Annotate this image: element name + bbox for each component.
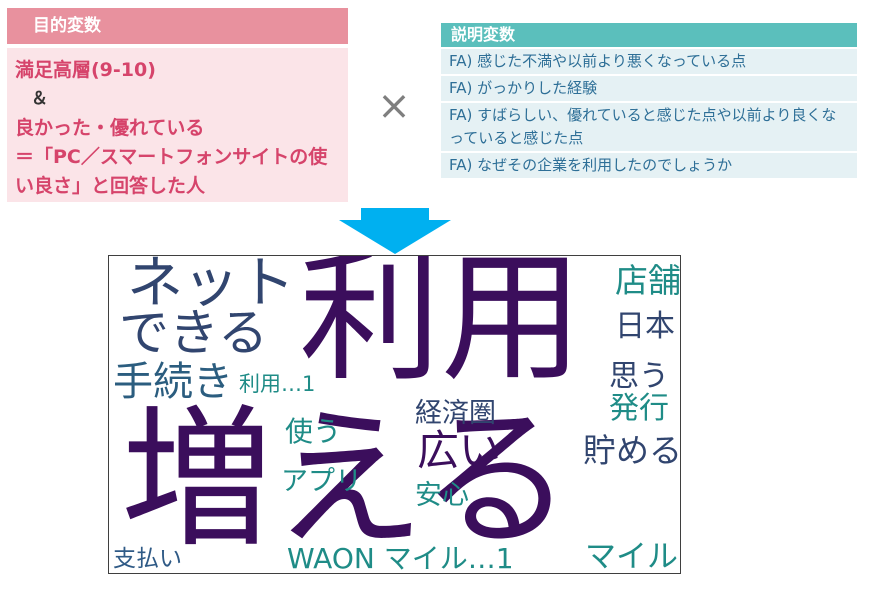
down-arrow-icon <box>339 208 451 254</box>
objective-ampersand: ＆ <box>31 89 48 109</box>
word-cloud: 利用 増える ネット できる 手続き 利用…1 使う アプリ 支払い WAON … <box>108 255 681 574</box>
explanatory-item: FA) 感じた不満や以前より悪くなっている点 <box>441 49 857 74</box>
word-shiharai: 支払い <box>113 546 182 572</box>
word-anshin: 安心 <box>415 480 469 511</box>
word-nihon: 日本 <box>615 309 675 344</box>
explanatory-variable-header: 説明変数 <box>441 23 857 47</box>
word-riyou-1: 利用…1 <box>239 372 316 396</box>
word-omou: 思う <box>609 359 669 394</box>
word-tsukau: 使う <box>285 415 342 448</box>
word-tetsuzuki: 手続き <box>113 359 233 405</box>
word-netto: ネット <box>127 255 295 316</box>
word-fueru: 増える <box>121 391 573 568</box>
explanatory-item: FA) がっかりした経験 <box>441 76 857 101</box>
objective-line-1: 満足高層(9-10) <box>15 59 156 81</box>
objective-line-3: 良かった・優れている <box>15 117 205 139</box>
word-hakkou: 発行 <box>609 391 669 426</box>
objective-variable-header: 目的変数 <box>7 8 348 44</box>
objective-line-4: ＝「PC／スマートフォンサイトの使 <box>15 146 328 168</box>
word-mairu: マイル <box>585 539 678 574</box>
word-dekiru: できる <box>119 304 268 362</box>
word-keizaiken: 経済圏 <box>415 398 496 429</box>
objective-line-5: い良さ」と回答した人 <box>15 175 206 197</box>
explanatory-item: FA) なぜその企業を利用したのでしょうか <box>441 153 857 178</box>
multiply-icon: × <box>377 83 411 129</box>
explanatory-item: FA) すばらしい、優れていると感じた点や以前より良くなっていると感じた点 <box>441 103 857 151</box>
word-riyou: 利用 <box>299 255 583 401</box>
objective-variable-box: 満足高層(9-10) ＆ 良かった・優れている ＝「PC／スマートフォンサイトの… <box>7 48 348 202</box>
word-tameru: 貯める <box>583 431 681 470</box>
word-waon: WAON マイル…1 <box>287 542 514 574</box>
explanatory-variable-list: FA) 感じた不満や以前より悪くなっている点 FA) がっかりした経験 FA) … <box>441 49 857 180</box>
word-tenpo: 店舗 <box>615 261 681 300</box>
word-hiroi: 広い <box>417 426 502 475</box>
word-apuri: アプリ <box>281 466 362 497</box>
